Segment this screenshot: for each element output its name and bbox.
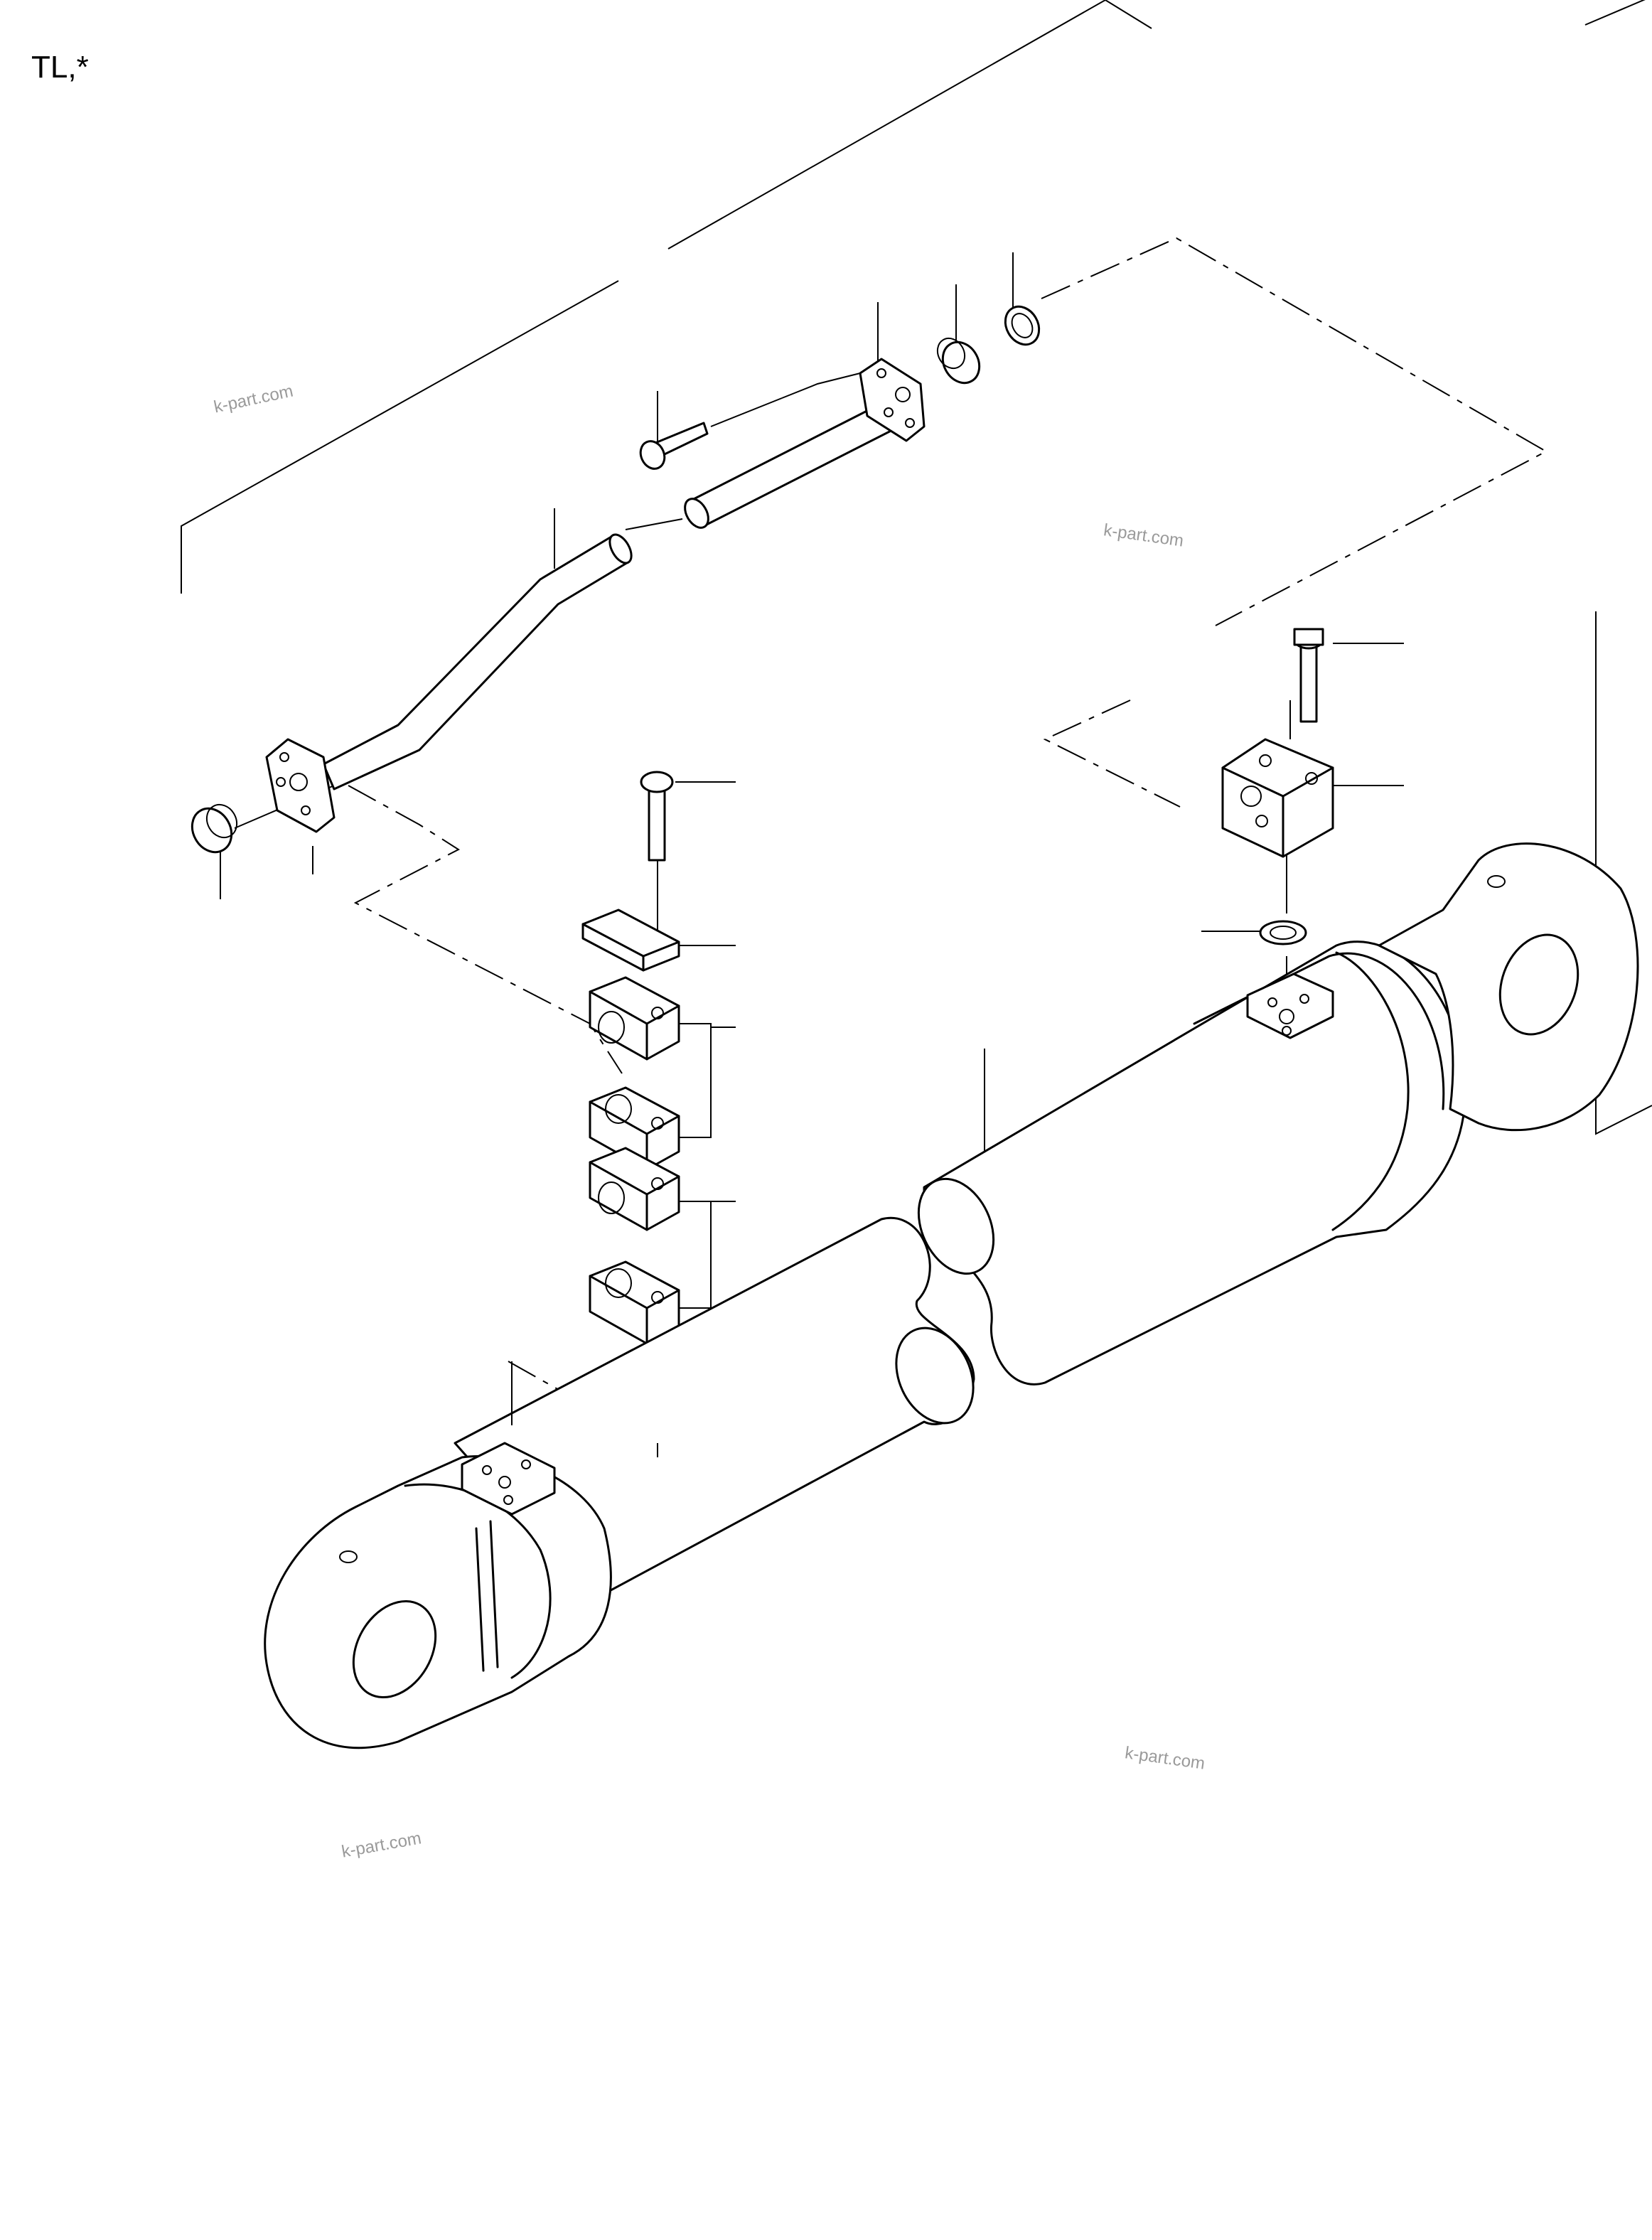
rod-eye-left [264,1442,612,1749]
bushing-left [191,803,238,854]
cylinder-barrel [917,941,1466,1386]
clamp-half-4 [589,1260,680,1345]
bolt-center [640,771,674,862]
diagram-code-label: TL,* [31,50,89,85]
bent-tube [265,533,633,833]
cylinder-eye-right [1378,842,1639,1132]
centerline-marks [511,1361,658,1457]
bolt-top-left [639,422,709,470]
clamp-half-1 [589,976,680,1061]
clamp-plate [581,909,680,972]
bushing-top [936,337,981,385]
seal-ring-top [1004,305,1041,346]
frame-lines [181,0,1652,1135]
flanged-tube-straight [684,358,926,529]
manifold-block [1221,738,1334,858]
washer-right [1259,920,1307,945]
clamp-half-3 [589,1147,680,1231]
bolt-right [1293,628,1324,723]
